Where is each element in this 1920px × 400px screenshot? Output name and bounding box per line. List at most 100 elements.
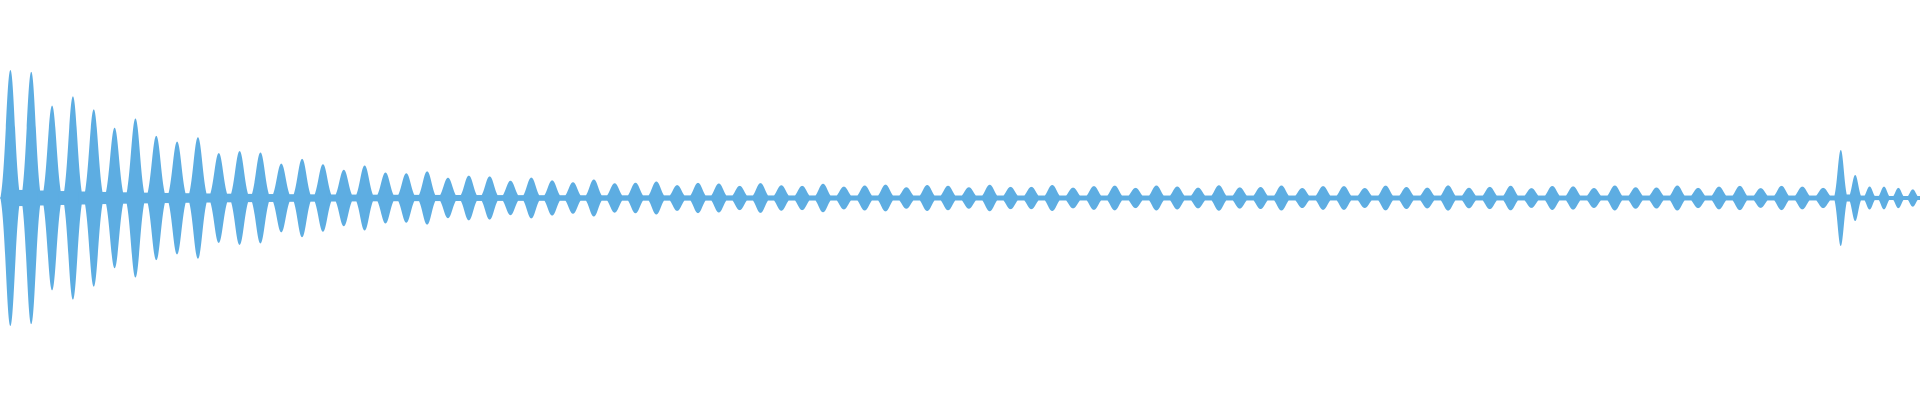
primary-decay-hum xyxy=(1433,195,1443,201)
primary-decay-pulse xyxy=(1104,185,1125,211)
primary-decay-hum xyxy=(954,195,963,201)
primary-decay-hum xyxy=(453,194,463,202)
primary-decay-hum xyxy=(1745,195,1755,201)
primary-decay-pulse xyxy=(542,180,563,216)
primary-decay-hum xyxy=(1474,195,1484,201)
primary-decay-pulse xyxy=(21,71,42,325)
primary-decay-pulse xyxy=(1750,188,1771,208)
primary-decay-hum xyxy=(1141,195,1151,201)
primary-decay-hum xyxy=(1787,195,1797,201)
primary-decay-pulse xyxy=(1229,187,1250,209)
primary-decay-hum xyxy=(1079,195,1088,201)
primary-decay-hum xyxy=(1725,195,1734,201)
primary-decay-hum xyxy=(495,195,505,201)
primary-decay-hum xyxy=(662,195,672,201)
primary-decay-hum xyxy=(328,194,338,202)
primary-decay-pulse xyxy=(333,169,354,227)
primary-decay-hum xyxy=(1683,195,1693,201)
primary-decay-pulse xyxy=(146,135,167,261)
primary-decay-pulse xyxy=(1292,187,1313,209)
primary-decay-hum xyxy=(16,189,26,207)
primary-decay-hum xyxy=(870,195,880,201)
primary-decay-hum xyxy=(1329,195,1338,201)
primary-decay-hum xyxy=(1662,195,1672,201)
primary-decay-pulse xyxy=(875,184,896,212)
primary-decay-pulse xyxy=(1479,186,1500,210)
primary-decay-hum xyxy=(1620,195,1630,201)
primary-decay-pulse xyxy=(1542,186,1563,210)
primary-decay-hum xyxy=(808,195,818,201)
primary-decay-pulse xyxy=(1000,186,1021,210)
primary-decay-hum xyxy=(1204,195,1213,201)
primary-decay-pulse xyxy=(604,183,625,213)
primary-decay-pulse xyxy=(521,177,542,219)
primary-decay-hum xyxy=(1349,195,1359,201)
primary-decay-hum xyxy=(224,193,234,203)
primary-decay-pulse xyxy=(646,181,667,215)
primary-decay-pulse xyxy=(479,176,500,220)
primary-decay-hum xyxy=(474,195,484,201)
primary-decay-pulse xyxy=(1438,185,1459,211)
primary-decay-hum xyxy=(599,195,609,201)
primary-decay-pulse xyxy=(938,185,959,211)
primary-decay-pulse xyxy=(1458,187,1479,209)
primary-decay-pulse xyxy=(1313,186,1334,210)
secondary-burst-hum xyxy=(1859,195,1866,201)
primary-decay-hum xyxy=(1120,195,1130,201)
primary-decay-hum xyxy=(58,191,67,205)
primary-decay-hum xyxy=(391,194,401,202)
secondary-burst-pulse xyxy=(1862,186,1877,210)
primary-decay-pulse xyxy=(1563,186,1584,210)
primary-decay-pulse xyxy=(688,182,709,214)
primary-decay-hum xyxy=(37,190,47,206)
primary-decay-pulse xyxy=(1063,187,1084,209)
primary-decay-hum xyxy=(1808,195,1818,201)
primary-decay-pulse xyxy=(708,183,729,213)
primary-decay-hum xyxy=(1266,195,1276,201)
primary-decay-pulse xyxy=(1188,187,1209,209)
primary-decay-hum xyxy=(349,194,359,202)
primary-decay-pulse xyxy=(1521,188,1542,208)
primary-decay-pulse xyxy=(1042,185,1063,211)
primary-decay-pulse xyxy=(1375,185,1396,211)
secondary-burst-hum xyxy=(1902,196,1909,200)
primary-decay-hum xyxy=(370,194,380,202)
primary-decay-pulse xyxy=(1667,185,1688,211)
primary-decay-pulse xyxy=(1208,185,1229,211)
secondary-burst-pulse xyxy=(1877,186,1891,210)
primary-decay-pulse xyxy=(1583,187,1604,209)
secondary-burst-pulse xyxy=(1833,150,1848,246)
primary-decay-pulse xyxy=(792,185,813,211)
primary-decay-hum xyxy=(78,191,88,205)
primary-decay-pulse xyxy=(1729,185,1750,211)
primary-decay-pulse xyxy=(562,182,584,214)
primary-decay-pulse xyxy=(1021,186,1042,210)
waveform-pulses xyxy=(0,70,1920,326)
primary-decay-pulse xyxy=(833,186,854,210)
primary-decay-hum xyxy=(1370,195,1380,201)
primary-decay-pulse xyxy=(1083,186,1104,210)
primary-decay-hum xyxy=(1829,195,1839,201)
primary-decay-hum xyxy=(99,191,109,205)
primary-decay-pulse xyxy=(1396,186,1417,210)
primary-decay-hum xyxy=(1058,195,1068,201)
primary-decay-hum xyxy=(1287,195,1297,201)
primary-decay-pulse xyxy=(354,165,375,231)
primary-decay-pulse xyxy=(104,127,125,269)
primary-decay-pulse xyxy=(750,183,771,213)
primary-decay-hum xyxy=(1766,195,1776,201)
primary-decay-pulse xyxy=(729,185,750,211)
primary-decay-hum xyxy=(162,192,172,204)
primary-decay-hum xyxy=(537,195,547,201)
primary-decay-pulse xyxy=(1125,187,1146,209)
primary-decay-pulse xyxy=(917,184,938,212)
primary-decay-pulse xyxy=(1333,186,1354,210)
primary-decay-hum xyxy=(724,195,734,201)
primary-decay-hum xyxy=(1016,195,1026,201)
primary-decay-pulse xyxy=(0,70,21,326)
primary-decay-hum xyxy=(1391,195,1401,201)
secondary-burst-pulse xyxy=(1848,174,1863,222)
primary-decay-hum xyxy=(1308,195,1318,201)
